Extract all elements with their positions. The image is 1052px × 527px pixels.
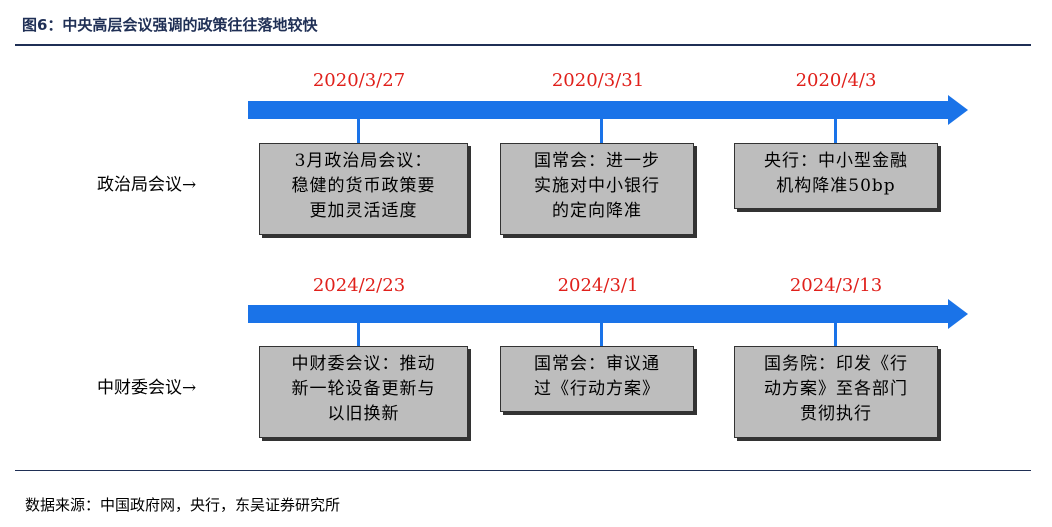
timeline-tick [834, 116, 837, 144]
event-text-line: 3月政治局会议： [294, 151, 433, 171]
event-box: 中财委会议：推动 新一轮设备更新与 以旧换新 [259, 346, 468, 438]
event-text-line: 国务院：印发《行 [764, 354, 908, 374]
event-text-line: 央行：中小型金融 [764, 151, 908, 171]
timeline-tick [834, 320, 837, 347]
event-text-line: 贯彻执行 [800, 404, 872, 424]
timeline-tick [357, 320, 360, 347]
event-text-line: 稳健的货币政策要 [291, 176, 436, 196]
event-box: 国常会：进一步 实施对中小银行 的定向降准 [500, 143, 694, 235]
timeline-tick [600, 320, 603, 347]
event-date: 2024/3/13 [789, 275, 883, 296]
event-box: 央行：中小型金融 机构降准50bp [734, 143, 938, 209]
event-date: 2020/3/27 [312, 70, 406, 91]
top-divider [15, 44, 1031, 46]
figure-title: 图6：中央高层会议强调的政策往往落地较快 [22, 16, 318, 34]
event-text-line: 以旧换新 [327, 404, 400, 424]
event-text-line: 中财委会议：推动 [291, 354, 436, 374]
row-label: 政治局会议→ [97, 175, 197, 195]
event-text-line: 国常会：进一步 [534, 151, 660, 171]
event-date: 2020/3/31 [551, 70, 645, 91]
event-box: 国常会：审议通 过《行动方案》 [500, 346, 694, 412]
event-text-line: 动方案》至各部门 [764, 379, 908, 399]
timeline-tick [600, 116, 603, 144]
event-text-line: 国常会：审议通 [534, 354, 660, 374]
arrow-head [948, 95, 968, 125]
event-text-line: 的定向降准 [552, 201, 642, 221]
bottom-divider [15, 470, 1031, 471]
event-box: 国务院：印发《行 动方案》至各部门 贯彻执行 [734, 346, 938, 438]
event-date: 2020/4/3 [795, 70, 877, 91]
arrow-head [948, 299, 968, 329]
timeline-tick [357, 116, 360, 144]
event-box: 3月政治局会议： 稳健的货币政策要 更加灵活适度 [259, 143, 468, 235]
row-label: 中财委会议→ [97, 378, 197, 398]
event-date: 2024/2/23 [312, 275, 406, 296]
event-text-line: 新一轮设备更新与 [291, 379, 436, 399]
source-note: 数据来源：中国政府网，央行，东吴证券研究所 [25, 496, 341, 514]
timeline-arrow [248, 101, 950, 119]
event-date: 2024/3/1 [557, 275, 639, 296]
event-text-line: 过《行动方案》 [534, 379, 660, 399]
event-text-line: 实施对中小银行 [534, 176, 660, 196]
timeline-arrow [248, 305, 950, 323]
event-text-line: 机构降准50bp [776, 176, 896, 196]
event-text-line: 更加灵活适度 [309, 201, 418, 221]
